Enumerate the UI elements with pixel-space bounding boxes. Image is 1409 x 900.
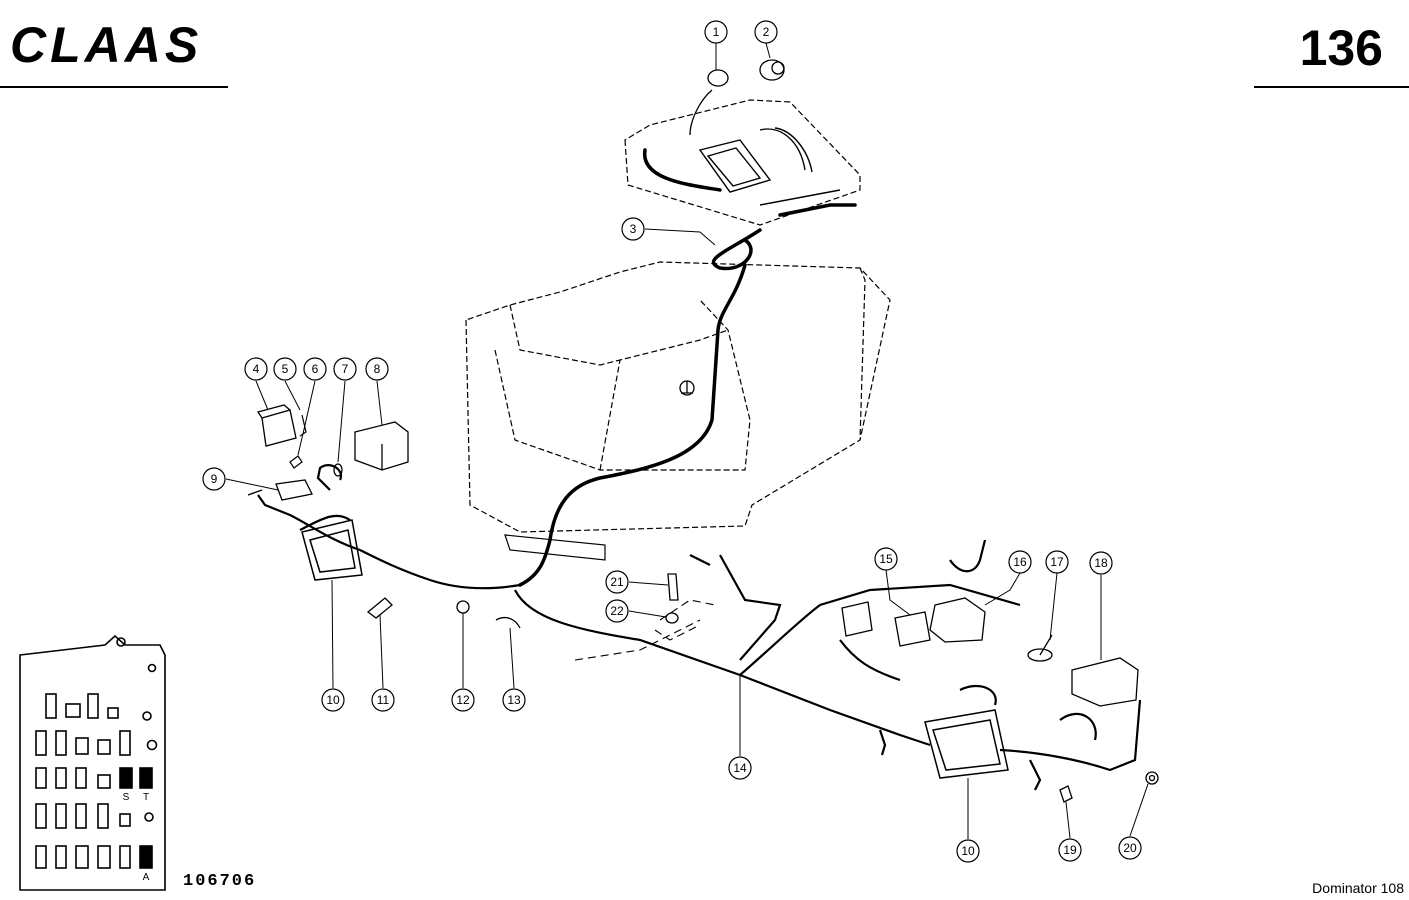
callout-19: 19 [1058,838,1082,862]
control-lamp-2 [759,59,785,81]
callout-6: 6 [303,357,327,381]
callout-12: 12 [451,688,475,712]
svg-text:21: 21 [610,575,624,589]
plug-5 [299,414,307,437]
svg-text:17: 17 [1050,555,1064,569]
svg-text:2: 2 [763,25,770,39]
svg-text:10: 10 [326,693,340,707]
callout-10-right: 10 [956,839,980,863]
svg-text:11: 11 [377,693,390,707]
svg-text:10: 10 [961,844,975,858]
cab-console [465,99,891,533]
ring-7 [333,463,343,477]
fuse-label-s: S [123,792,130,803]
callout-21: 21 [605,570,629,594]
callout-9: 9 [202,467,226,491]
leader-lines [225,42,1149,839]
callout-18: 18 [1089,551,1113,575]
callout-4: 4 [244,357,268,381]
switch-terminal [679,380,695,396]
svg-text:20: 20 [1123,841,1137,855]
svg-text:12: 12 [456,693,470,707]
gear-shift-console [698,127,841,206]
clip-12 [456,600,470,614]
callout-13: 13 [502,688,526,712]
claas-logo: CLAAS [10,17,203,73]
header-rule-right [1254,86,1409,88]
relay-15 [841,601,931,647]
fuse-panel-labels: S T A [123,792,150,883]
bulb-socket-21 [667,573,679,601]
svg-text:1: 1 [713,25,720,39]
ring-22 [665,612,679,624]
callout-17: 17 [1045,550,1069,574]
fuse-label-a: A [143,872,150,883]
svg-text:16: 16 [1013,555,1027,569]
model-name: Dominator 108 [1312,880,1404,896]
callout-8: 8 [365,357,389,381]
callout-11: 11 [371,688,395,712]
fuse-panel [19,634,166,891]
secondary-harness [257,464,1142,791]
callout-16: 16 [1008,550,1032,574]
bracket-18 [1071,657,1139,707]
terminal-strip [504,534,606,561]
fuse-label-t: T [143,792,149,803]
main-harness [518,148,857,587]
svg-text:22: 22 [610,604,624,618]
drawing-number: 106706 [183,872,257,891]
plug-19 [1059,785,1073,803]
callout-3: 3 [621,217,645,241]
page-number: 136 [1299,20,1383,76]
svg-text:4: 4 [253,362,260,376]
connector-9 [247,479,313,501]
work-light-10-left [301,519,363,581]
callout-1: 1 [704,20,728,44]
header-rule-left [0,86,228,88]
svg-text:9: 9 [211,472,218,486]
callout-10-left: 10 [321,688,345,712]
relay-4 [256,404,297,447]
svg-text:14: 14 [733,761,747,775]
bulb-11 [366,597,393,619]
svg-text:7: 7 [342,362,349,376]
svg-text:18: 18 [1094,556,1108,570]
work-light-10-right [924,709,1009,779]
flat-plug-6 [289,455,303,469]
svg-text:8: 8 [374,362,381,376]
sensor-17 [1027,634,1053,662]
housing-16 [929,597,986,643]
cable-tie-13 [495,617,521,629]
callout-2: 2 [754,20,778,44]
svg-text:5: 5 [282,362,289,376]
callout-5: 5 [273,357,297,381]
callout-14: 14 [728,756,752,780]
rocker-switch-1 [689,69,729,136]
callout-20: 20 [1118,836,1142,860]
svg-text:13: 13 [507,693,521,707]
svg-text:6: 6 [312,362,319,376]
svg-text:15: 15 [879,552,893,566]
svg-text:19: 19 [1063,843,1077,857]
callout-7: 7 [333,357,357,381]
grommet-20 [1145,771,1159,785]
callouts: 1 2 3 4 5 6 7 8 9 10 11 12 13 14 15 16 1… [202,20,1142,863]
callout-15: 15 [874,547,898,571]
svg-text:3: 3 [630,222,637,236]
bracket-8 [354,421,409,471]
callout-22: 22 [605,599,629,623]
